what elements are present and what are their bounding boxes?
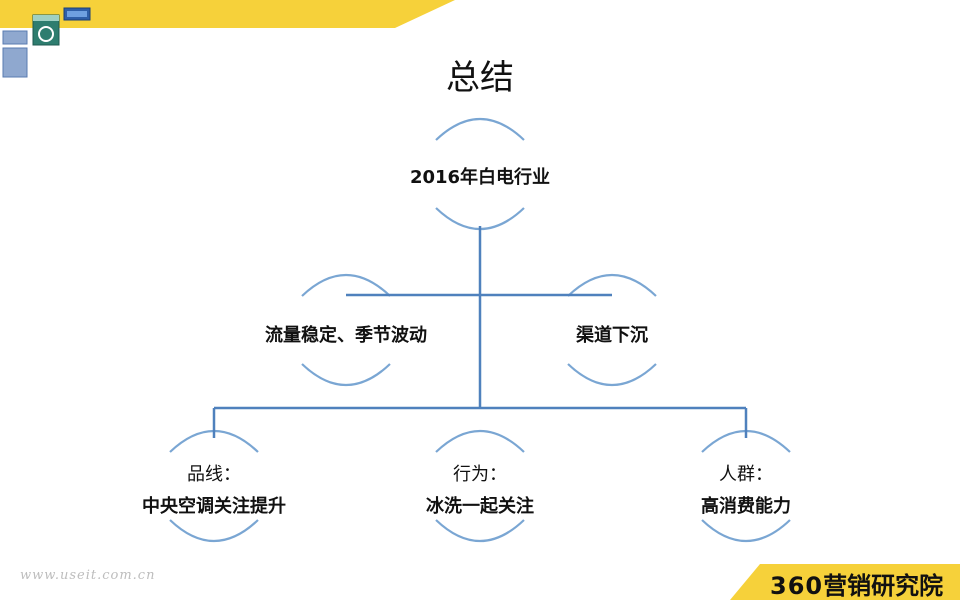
page-title: 总结 [446, 58, 514, 98]
bottom-banner [730, 564, 960, 600]
node-label-behavior: 冰洗一起关注 [426, 496, 534, 517]
brand-number: 360 [770, 572, 824, 600]
node-label-product: 中央空调关注提升 [142, 496, 286, 517]
node-label-channel: 渠道下沉 [576, 325, 648, 346]
node-label-traffic: 流量稳定、季节波动 [265, 325, 427, 346]
root-node-label: 2016年白电行业 [409, 167, 551, 188]
node-caption-audience: 人群： [719, 464, 773, 485]
brand-text: 营销研究院 [823, 572, 944, 600]
window-icon-group [2, 7, 91, 78]
top-banner [0, 0, 455, 28]
node-caption-product: 品线： [187, 464, 241, 485]
watermark-text: www.useit.com.cn [20, 568, 156, 583]
connectors [212, 226, 748, 438]
node-caption-behavior: 行为： [453, 464, 507, 485]
node-label-audience: 高消费能力 [701, 496, 791, 517]
brand-logo: 360营销研究院 [770, 566, 943, 601]
